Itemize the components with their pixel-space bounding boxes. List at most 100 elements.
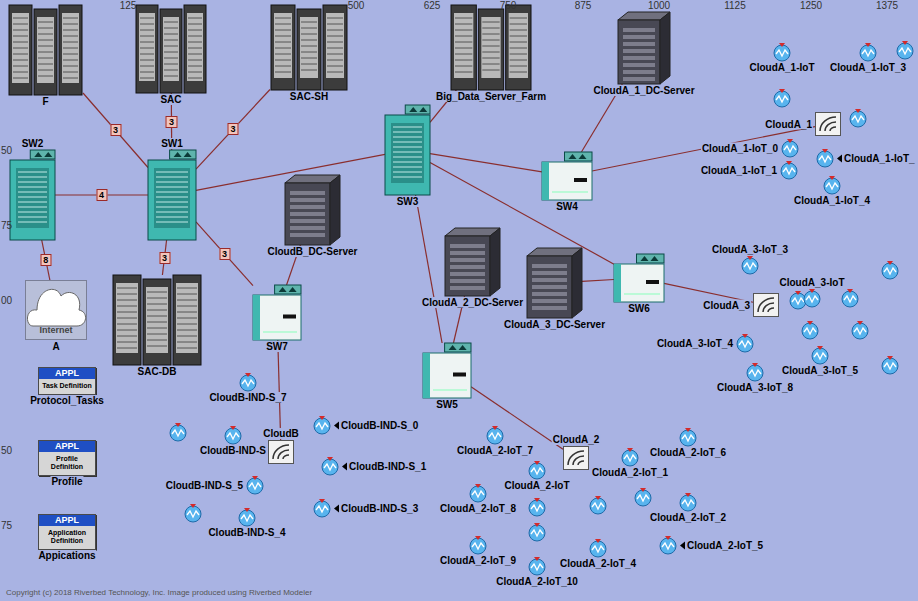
iot-icon [859,43,877,61]
switch-side [253,295,260,340]
rack-slot [13,36,28,37]
iot-node: CloudA_1-IoT_ [816,149,834,167]
iot-icon [224,426,242,444]
object-name: CloudB-IND-S [199,445,267,456]
rack-slot [38,46,53,47]
iot-mark [475,536,481,540]
server-bay [450,272,485,276]
rack-icon [112,275,202,365]
object-name: CloudA_1-IoT_0 [701,143,779,154]
iot-body [239,510,255,526]
rack-tower [173,275,201,365]
ruler-number: 50 [1,145,12,156]
iot-body [802,323,818,339]
iot-wave [784,146,796,152]
switch-port-row [393,167,422,168]
iot-wave [783,168,795,174]
iot-node: CloudB-IND-S [224,426,242,444]
rack-slot [140,66,154,67]
iot-wave [592,546,604,552]
iot-wave [854,328,866,334]
iot-icon [321,457,339,475]
rack-slot [164,64,178,65]
object-name: CloudA_2_DC-Server [421,297,524,308]
switch-slot [283,315,296,319]
switch-panel [154,168,190,228]
rack-slot [147,340,167,341]
object-name: CloudA_2-IoT_4 [559,558,637,569]
status-mark [289,287,297,292]
iot-body [247,478,263,494]
rack-slot [140,78,154,79]
rack-slot [327,30,343,31]
object-name: CloudB-IND-S_4 [207,527,286,538]
ap-box [754,294,779,317]
rack-slot [275,36,291,37]
object-name: SW7 [265,341,289,352]
iot-wave [316,506,328,512]
server-side [490,228,500,296]
iot-icon [659,536,677,554]
object-name: SW6 [627,303,651,314]
rack-slot [327,54,343,55]
ruler-number: 1375 [876,0,898,11]
rack-tower [143,279,171,365]
rack-slot [63,18,78,19]
server-side [572,248,582,318]
switch-node: SW7 [253,285,301,340]
rack-slot [177,342,197,343]
object-name: CloudA_1-IoT_1 [700,165,778,176]
iot-mark [902,41,908,45]
rack-slot [455,42,472,43]
rack-slot [188,42,202,43]
status-mark [459,345,467,350]
rack-slot [164,70,178,71]
server-bay [290,191,325,195]
rack-slot [301,28,317,29]
server-front [445,236,490,296]
rack-slot [177,300,197,301]
rack-slot [188,18,202,19]
rack-slot [147,322,167,323]
link-count: 3 [166,116,177,128]
iot-body [817,151,833,167]
iot-body [529,559,545,575]
iot-wave [531,564,543,570]
rack-slot [327,18,343,19]
rack-slot [177,312,197,313]
iot-node: CloudA_3-IoT_5 [811,346,829,364]
switch-body [614,264,664,302]
object-name: CloudA_1-IoT_3 [829,62,907,73]
iot-icon [816,149,834,167]
appl-header: APPL [39,441,95,452]
server-bay [290,205,325,209]
iot-device [590,496,606,514]
switch-port-row [156,192,188,193]
definition-text: Profile Definition [39,452,95,475]
rack-slot [455,72,472,73]
iot-wave [172,430,184,436]
rack-slot [63,54,78,55]
iot-mark [786,161,792,165]
rack-node: SAC-DB [112,275,202,365]
rack-node: SAC [135,5,207,93]
rack-slot [13,30,28,31]
rack-slot [140,30,154,31]
status-mark [651,256,659,261]
network-link [83,93,148,168]
cloud-frame [26,281,87,340]
rack-slot [147,292,167,293]
object-name: CloudA_1-IoT [749,62,816,73]
iot-mark [534,523,540,527]
iot-mark [595,539,601,543]
iot-wave [242,380,254,386]
iot-mark [829,176,835,180]
iot-wave [324,464,336,470]
rack-slot [482,34,499,35]
definition-text: Application Definition [39,526,95,549]
object-name: CloudA_2-IoT_6 [649,447,727,458]
appl-node: APPLTask DefinitionProtocol_Tasks [38,367,96,395]
server-bay [623,70,655,74]
rack-slot [140,42,154,43]
rack-slot [455,18,472,19]
